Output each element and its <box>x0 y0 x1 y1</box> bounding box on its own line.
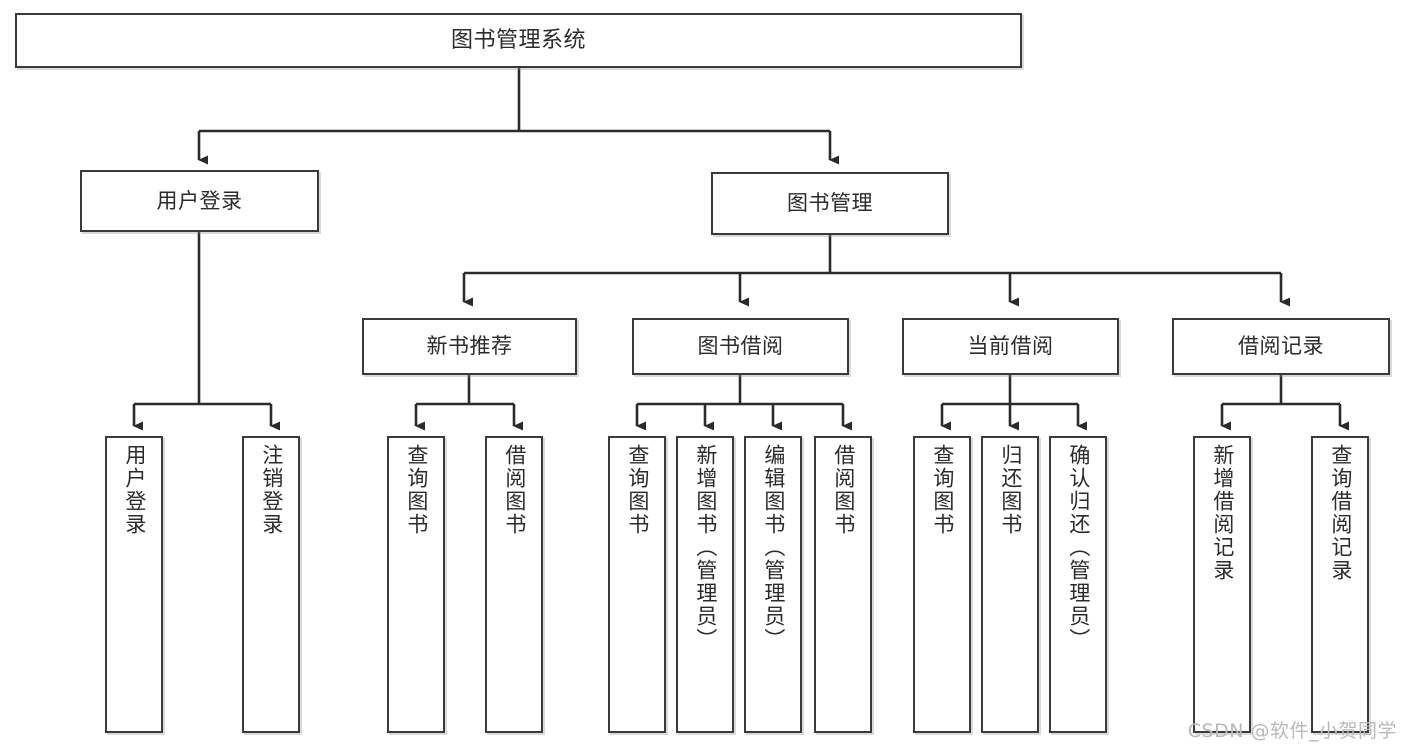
leaf-borrow-query-book[interactable]: 查询图书 <box>608 436 666 733</box>
node-label: 查询图书 <box>404 444 429 536</box>
leaf-borrow-add-book-admin[interactable]: 新增图书（管理员） <box>676 436 734 733</box>
leaf-recommend-query-book[interactable]: 查询图书 <box>387 436 445 733</box>
node-label: 借阅记录 <box>1238 334 1324 359</box>
node-label: 借阅图书 <box>502 444 527 536</box>
leaf-record-query-record[interactable]: 查询借阅记录 <box>1311 436 1369 733</box>
leaf-borrow-edit-book-admin[interactable]: 编辑图书（管理员） <box>744 436 802 733</box>
node-label: 注销登录 <box>259 444 284 536</box>
node-label: 用户登录 <box>122 444 147 536</box>
node-label: 查询图书 <box>625 444 650 536</box>
node-label: 查询图书 <box>930 444 955 536</box>
node-label: 图书管理系统 <box>450 27 586 53</box>
node-user-login[interactable]: 用户登录 <box>80 170 319 232</box>
node-label: 新书推荐 <box>426 334 513 359</box>
node-label: 编辑图书（管理员） <box>761 444 786 651</box>
leaf-current-confirm-return-admin[interactable]: 确认归还（管理员） <box>1049 436 1107 733</box>
node-label: 当前借阅 <box>967 334 1054 359</box>
leaf-borrow-borrow-book[interactable]: 借阅图书 <box>814 436 872 733</box>
node-borrow-record[interactable]: 借阅记录 <box>1172 318 1390 375</box>
node-label: 归还图书 <box>998 444 1023 536</box>
node-root-system[interactable]: 图书管理系统 <box>15 13 1022 68</box>
leaf-user-logout[interactable]: 注销登录 <box>242 436 300 733</box>
node-book-borrow[interactable]: 图书借阅 <box>632 318 849 375</box>
node-label: 新增图书（管理员） <box>693 444 718 651</box>
watermark: CSDN @软件_小贺同学 <box>1187 720 1397 742</box>
node-label: 查询借阅记录 <box>1328 444 1353 582</box>
node-book-management[interactable]: 图书管理 <box>711 172 949 235</box>
leaf-record-add-record[interactable]: 新增借阅记录 <box>1193 436 1251 733</box>
node-new-book-recommend[interactable]: 新书推荐 <box>362 318 577 375</box>
leaf-current-query-book[interactable]: 查询图书 <box>913 436 971 733</box>
leaf-recommend-borrow-book[interactable]: 借阅图书 <box>485 436 543 733</box>
leaf-current-return-book[interactable]: 归还图书 <box>981 436 1039 733</box>
node-label: 图书借阅 <box>697 334 784 359</box>
leaf-user-login[interactable]: 用户登录 <box>105 436 163 733</box>
node-label: 新增借阅记录 <box>1210 444 1235 582</box>
node-current-borrow[interactable]: 当前借阅 <box>902 318 1119 375</box>
node-label: 确认归还（管理员） <box>1066 444 1091 651</box>
node-label: 借阅图书 <box>831 444 856 536</box>
node-label: 用户登录 <box>156 188 243 213</box>
node-label: 图书管理 <box>787 191 873 216</box>
